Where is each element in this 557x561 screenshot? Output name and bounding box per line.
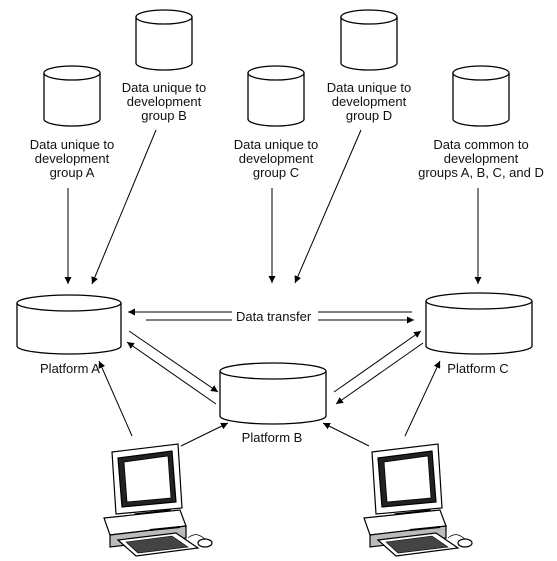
label-data-c: Data unique to development group C — [233, 137, 319, 180]
platform-b-cylinder-icon — [219, 362, 327, 425]
computer-left-icon — [103, 443, 213, 557]
label-platform-c: Platform C — [447, 361, 509, 376]
data-flow-arrows — [64, 129, 482, 447]
label-platform-b: Platform B — [241, 430, 303, 445]
data-a-store-icon — [43, 65, 101, 127]
arrow-c-to-b — [335, 342, 424, 405]
data-d-store-icon — [340, 9, 398, 71]
label-data-common: Data common to development groups A, B, … — [418, 137, 544, 180]
arrow-pc-right-to-b — [322, 422, 370, 447]
label-data-transfer: Data transfer — [233, 310, 315, 324]
arrow-data-b-to-platform-a — [91, 129, 157, 285]
data-b-store-icon — [135, 9, 193, 71]
arrow-pc-right-to-c — [404, 360, 441, 437]
label-data-d: Data unique to development group D — [326, 80, 412, 123]
label-data-a: Data unique to development group A — [29, 137, 115, 180]
computer-right-icon — [363, 443, 473, 557]
arrow-b-to-c — [333, 330, 422, 393]
label-data-b: Data unique to development group B — [121, 80, 207, 123]
platform-a-cylinder-icon — [16, 294, 122, 355]
data-common-store-icon — [452, 65, 510, 127]
arrow-pc-left-to-a — [98, 360, 133, 437]
arrow-pc-left-to-b — [180, 422, 229, 447]
arrow-a-to-b — [128, 330, 219, 393]
platform-c-cylinder-icon — [425, 292, 533, 355]
arrow-b-to-a — [126, 341, 217, 405]
label-platform-a: Platform A — [40, 361, 100, 376]
data-c-store-icon — [247, 65, 305, 127]
arrow-data-d-to-platform — [294, 129, 362, 284]
